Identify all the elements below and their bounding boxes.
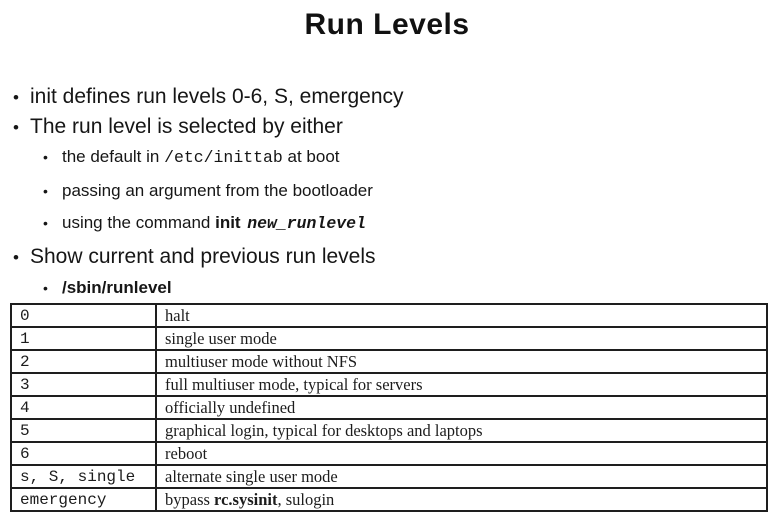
bullet-icon: • — [43, 183, 48, 199]
table-row: 1 single user mode — [10, 326, 768, 351]
sub-bullet-text: using the command init new_runlevel — [62, 211, 366, 236]
table-row: 5 graphical login, typical for desktops … — [10, 418, 768, 443]
runlevel-cell: emergency — [10, 487, 157, 512]
description-cell: reboot — [155, 441, 768, 466]
runlevel-cell: 5 — [10, 418, 157, 443]
description-cell: full multiuser mode, typical for servers — [155, 372, 768, 397]
text-segment: bypass — [165, 489, 215, 509]
runlevel-cell: s, S, single — [10, 464, 157, 489]
runlevel-cell: 6 — [10, 441, 157, 466]
sub-bullet-item-runlevel-command: • /sbin/runlevel — [0, 276, 774, 300]
bullet-item-show-runlevels: • Show current and previous run levels — [0, 244, 774, 271]
inittab-path-code: /etc/inittab — [164, 148, 283, 167]
table-row: 6 reboot — [10, 441, 768, 466]
text-segment: the default in — [62, 147, 165, 166]
slide-title: Run Levels — [304, 8, 470, 41]
table-row: 3 full multiuser mode, typical for serve… — [10, 372, 768, 397]
bullet-text: Show current and previous run levels — [30, 245, 376, 268]
runlevel-command-path: /sbin/runlevel — [62, 278, 172, 297]
description-cell: officially undefined — [155, 395, 768, 420]
table-row: 4 officially undefined — [10, 395, 768, 420]
text-segment: , sulogin — [277, 489, 335, 509]
bullet-text: init defines run levels 0-6, S, emergenc… — [30, 85, 404, 108]
text-segment: at boot — [282, 147, 340, 166]
bullet-icon: • — [43, 280, 48, 296]
table-row: 0 halt — [10, 303, 768, 328]
bullet-icon: • — [43, 215, 48, 231]
table-row: 2 multiuser mode without NFS — [10, 349, 768, 374]
description-cell: bypass rc.sysinit, sulogin — [155, 487, 768, 512]
new-runlevel-argument: new_runlevel — [247, 214, 366, 233]
sub-bullet-text: passing an argument from the bootloader — [62, 181, 373, 200]
bullet-icon: • — [43, 149, 48, 165]
runlevel-cell: 4 — [10, 395, 157, 420]
bullet-item-runlevel-selected: • The run level is selected by either — [0, 114, 774, 141]
sub-bullet-item-inittab-default: • the default in /etc/inittab at boot — [0, 145, 774, 170]
bullet-icon: • — [13, 248, 19, 267]
bullet-item-init-defines: • init defines run levels 0-6, S, emerge… — [0, 84, 774, 111]
sub-bullet-item-bootloader-argument: • passing an argument from the bootloade… — [0, 179, 774, 203]
runlevel-cell: 0 — [10, 303, 157, 328]
text-segment: using the command — [62, 213, 216, 232]
runlevel-cell: 2 — [10, 349, 157, 374]
table-row: s, S, single alternate single user mode — [10, 464, 768, 489]
description-cell: alternate single user mode — [155, 464, 768, 489]
bullet-text: The run level is selected by either — [30, 115, 343, 138]
description-cell: halt — [155, 303, 768, 328]
description-cell: graphical login, typical for desktops an… — [155, 418, 768, 443]
bullet-icon: • — [13, 88, 19, 107]
table-row: emergency bypass rc.sysinit, sulogin — [10, 487, 768, 512]
runlevel-table: 0 halt 1 single user mode 2 multiuser mo… — [10, 303, 768, 512]
runlevel-cell: 1 — [10, 326, 157, 351]
description-cell: single user mode — [155, 326, 768, 351]
init-command-name: init — [215, 213, 241, 232]
description-cell: multiuser mode without NFS — [155, 349, 768, 374]
bullet-icon: • — [13, 118, 19, 137]
runlevel-cell: 3 — [10, 372, 157, 397]
rc-sysinit-name: rc.sysinit — [214, 489, 278, 509]
sub-bullet-text: the default in /etc/inittab at boot — [62, 145, 340, 170]
sub-bullet-item-init-command: • using the command init new_runlevel — [0, 211, 774, 236]
bullet-list: • init defines run levels 0-6, S, emerge… — [0, 84, 774, 300]
